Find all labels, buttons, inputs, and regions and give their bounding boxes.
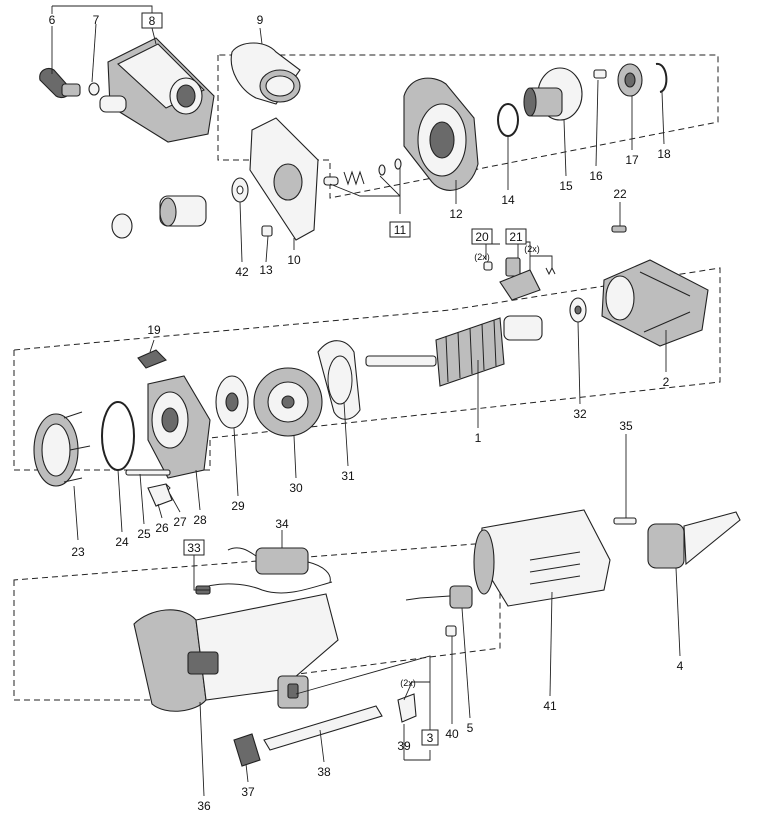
part-screw-22 bbox=[611, 225, 627, 233]
callout-33: 33 bbox=[187, 541, 201, 555]
quantity-notes: (2x) (2x) (2x) bbox=[400, 244, 540, 688]
callout-35: 35 bbox=[619, 419, 633, 433]
callout-13: 13 bbox=[259, 263, 273, 277]
part-pin-16 bbox=[593, 69, 607, 79]
part-plate-10 bbox=[249, 117, 319, 241]
callout-25: 25 bbox=[137, 527, 151, 541]
part-circlip-18 bbox=[655, 63, 668, 93]
callout-14: 14 bbox=[501, 193, 515, 207]
callout-17: 17 bbox=[625, 153, 639, 167]
part-elbow-9 bbox=[230, 42, 301, 105]
part-ring-14 bbox=[497, 103, 519, 137]
callout-7: 7 bbox=[93, 13, 100, 27]
part-clip-19 bbox=[137, 349, 167, 369]
callout-2: 2 bbox=[663, 375, 670, 389]
part-nut-ring-23 bbox=[33, 411, 91, 487]
callout-labels: 6 7 8 9 10 11 12 13 14 15 16 17 18 42 22… bbox=[49, 12, 684, 813]
callout-37: 37 bbox=[241, 785, 255, 799]
group-outlines bbox=[13, 54, 721, 701]
part-knob-6 bbox=[39, 67, 81, 99]
callout-38: 38 bbox=[317, 765, 331, 779]
callout-1: 1 bbox=[475, 431, 482, 445]
part-washer-32 bbox=[569, 297, 587, 323]
callout-19: 19 bbox=[147, 323, 161, 337]
callout-41: 41 bbox=[543, 699, 557, 713]
part-fan-30 bbox=[253, 367, 323, 437]
callout-23: 23 bbox=[71, 545, 85, 559]
part-cable-33 bbox=[195, 581, 333, 595]
note-2x-3: (2x) bbox=[400, 678, 416, 688]
callout-18: 18 bbox=[657, 147, 671, 161]
part-button-37 bbox=[233, 733, 261, 767]
callout-5: 5 bbox=[467, 721, 474, 735]
part-bearing-seat-15 bbox=[523, 67, 583, 121]
part-lever-38 bbox=[263, 705, 383, 751]
callout-12: 12 bbox=[449, 207, 463, 221]
part-housing-cap-8 bbox=[99, 37, 215, 143]
callout-24: 24 bbox=[115, 535, 129, 549]
note-2x-20: (2x) bbox=[474, 252, 490, 262]
callout-6: 6 bbox=[49, 13, 56, 27]
callout-30: 30 bbox=[289, 481, 303, 495]
part-baffle-31 bbox=[317, 340, 361, 420]
callout-27: 27 bbox=[173, 515, 187, 529]
callout-21: 21 bbox=[509, 230, 523, 244]
callout-28: 28 bbox=[193, 513, 207, 527]
part-screw-25 bbox=[125, 469, 171, 476]
part-washer-7 bbox=[88, 82, 100, 96]
part-spring-set-11 bbox=[323, 158, 402, 186]
note-2x-21: (2x) bbox=[524, 244, 540, 254]
part-strain-relief-4 bbox=[647, 511, 741, 569]
callout-8: 8 bbox=[149, 14, 156, 28]
callout-3: 3 bbox=[427, 731, 434, 745]
callout-36: 36 bbox=[197, 799, 211, 813]
callout-box-8 bbox=[141, 12, 163, 29]
callout-34: 34 bbox=[275, 517, 289, 531]
part-screw-13 bbox=[261, 225, 273, 237]
callout-29: 29 bbox=[231, 499, 245, 513]
callout-9: 9 bbox=[257, 13, 264, 27]
part-bracket-29 bbox=[215, 375, 249, 429]
callout-32: 32 bbox=[573, 407, 587, 421]
callout-10: 10 bbox=[287, 253, 301, 267]
callout-16: 16 bbox=[589, 169, 603, 183]
callout-40: 40 bbox=[445, 727, 459, 741]
callout-31: 31 bbox=[341, 469, 355, 483]
callout-box-3 bbox=[421, 729, 439, 746]
part-armature-1 bbox=[365, 315, 543, 387]
group-outline-bottom bbox=[13, 541, 501, 701]
callout-39: 39 bbox=[397, 739, 411, 753]
part-screw-35 bbox=[613, 517, 637, 525]
callout-15: 15 bbox=[559, 179, 573, 193]
part-gear-stack-left bbox=[111, 195, 207, 239]
part-brush-set-20-21 bbox=[483, 257, 556, 301]
callout-box-21 bbox=[505, 228, 527, 245]
part-switch-5 bbox=[405, 585, 473, 609]
callout-42: 42 bbox=[235, 265, 249, 279]
part-stator-2 bbox=[601, 259, 709, 347]
part-flange-12 bbox=[403, 77, 479, 191]
part-switch-body-3 bbox=[277, 675, 309, 709]
part-screw-40 bbox=[445, 625, 457, 637]
group-outline-top bbox=[217, 54, 719, 199]
part-o-ring-24 bbox=[101, 401, 135, 471]
callout-4: 4 bbox=[677, 659, 684, 673]
leader-lines bbox=[51, 5, 681, 797]
part-washer-42 bbox=[231, 177, 249, 203]
callout-box-11 bbox=[389, 221, 411, 238]
callout-22: 22 bbox=[613, 187, 627, 201]
part-module-34 bbox=[227, 547, 331, 583]
callout-20: 20 bbox=[475, 230, 489, 244]
part-bearing-housing-28 bbox=[147, 375, 211, 479]
callout-box-33 bbox=[183, 539, 205, 556]
callout-26: 26 bbox=[155, 521, 169, 535]
part-clip-39 bbox=[397, 693, 417, 723]
part-brush-holder-26 bbox=[147, 483, 173, 507]
callout-box-20 bbox=[471, 228, 493, 245]
part-handle-housing-36 bbox=[133, 593, 339, 712]
part-motor-housing-41 bbox=[473, 509, 611, 607]
callout-11: 11 bbox=[394, 223, 407, 237]
part-bearing-17 bbox=[617, 63, 643, 97]
